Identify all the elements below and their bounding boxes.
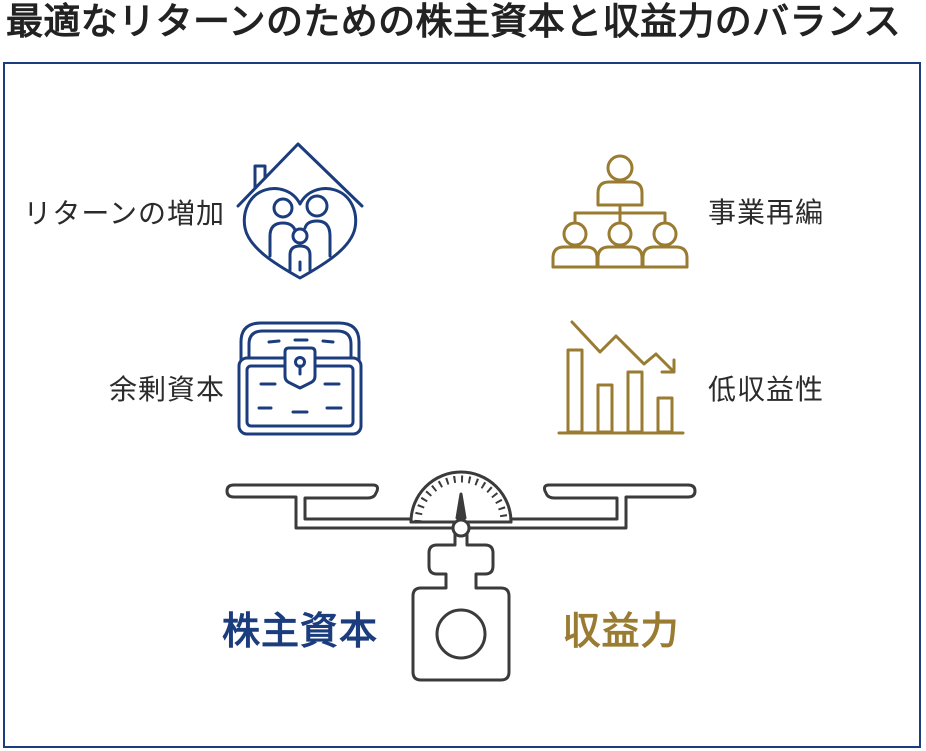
- profitability-label: 収益力: [562, 609, 680, 653]
- factor-label-restructuring: 事業再編: [708, 196, 825, 229]
- diagram-frame: [3, 62, 921, 748]
- org-connector: [573, 203, 667, 224]
- factor-label-low-profitability: 低収益性: [708, 373, 825, 406]
- balance-scale-icon: [225, 470, 697, 682]
- treasure-chest-icon: [237, 321, 363, 436]
- org-chart-icon: [551, 154, 689, 269]
- factor-label-surplus-capital: 余剰資本: [108, 373, 225, 406]
- heart: [242, 187, 358, 280]
- factor-label-return-increase: リターンの増加: [23, 197, 225, 230]
- chimney: [253, 164, 267, 190]
- chest-lock: [283, 346, 317, 390]
- chest-lid: [239, 321, 361, 362]
- trend-arrow: [570, 320, 674, 372]
- page-title: 最適なリターンのための株主資本と収益力のバランス: [6, 0, 902, 43]
- right-pan: [467, 483, 697, 530]
- pivot: [451, 518, 471, 538]
- roof: [236, 142, 364, 208]
- counterweight: [411, 533, 511, 682]
- equity-label: 株主資本: [221, 609, 378, 653]
- left-pan: [225, 483, 455, 530]
- family: [268, 194, 332, 272]
- gauge-needle: [455, 492, 467, 520]
- declining-bar-chart-icon: [557, 320, 685, 435]
- family-home-heart-icon: [236, 142, 364, 280]
